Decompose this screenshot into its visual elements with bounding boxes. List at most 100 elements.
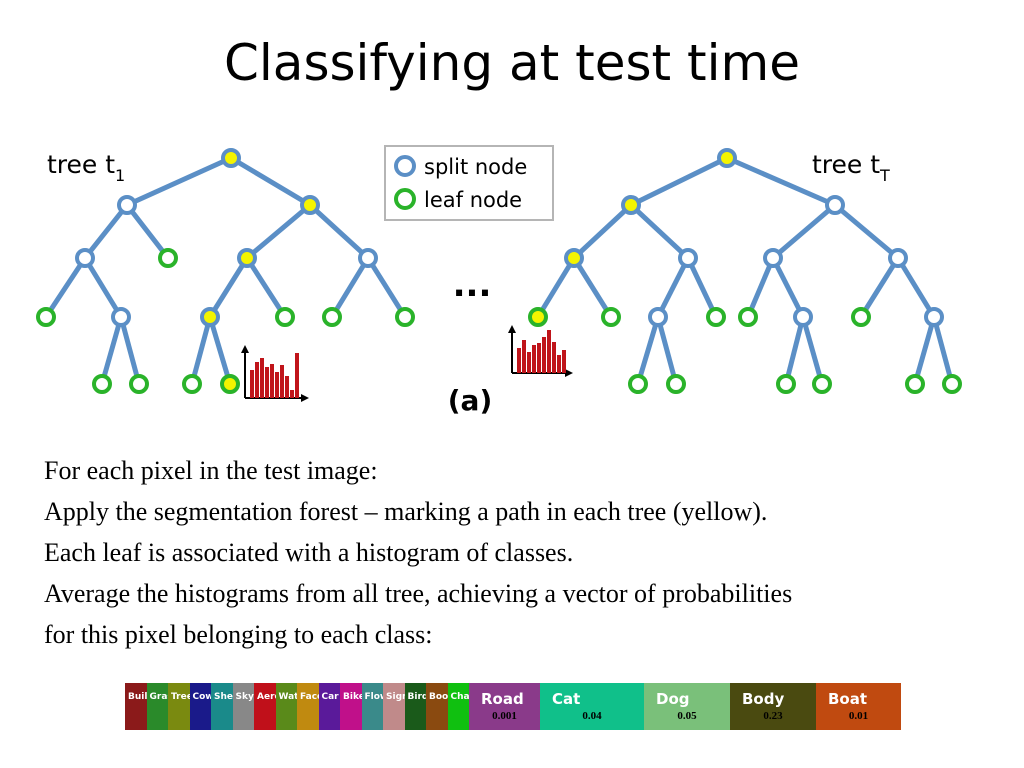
class-label: Sign	[386, 692, 405, 702]
tree-T-edge	[535, 256, 577, 319]
tree-1-split-node	[300, 195, 320, 215]
tree-1-leaf-node	[220, 374, 240, 394]
tree-1-edge	[244, 256, 288, 319]
class-segment: Building	[125, 683, 147, 730]
tree-1-split-node	[221, 148, 241, 168]
class-segment: Chair	[447, 683, 470, 730]
tree-1-split-node	[200, 307, 220, 327]
class-label: Building	[128, 692, 147, 702]
tree-T-split-node	[564, 248, 584, 268]
class-label: Book	[429, 692, 448, 702]
class-label: Cat	[552, 690, 581, 708]
tree-1-split-node	[358, 248, 378, 268]
tree-1-leaf-node	[182, 374, 202, 394]
class-probability-bar: BuildingGrassTreeCowSheepSkyAeroplaneWat…	[125, 683, 901, 730]
class-label: Water	[278, 692, 298, 702]
tree-T-leaf-node	[776, 374, 796, 394]
tree-T-leaf-node	[628, 374, 648, 394]
body-line: Each leaf is associated with a histogram…	[44, 538, 574, 567]
class-segment: Sheep	[211, 683, 233, 730]
tree-T-edge	[783, 316, 806, 385]
class-label: Road	[481, 690, 524, 708]
leaf-histogram-left	[241, 345, 309, 402]
class-segment: Sky	[232, 683, 254, 730]
tree-T-edge	[655, 316, 679, 385]
class-probability: 0.23	[763, 710, 783, 722]
body-line: For each pixel in the test image:	[44, 456, 378, 485]
slide-body-text: For each pixel in the test image: Apply …	[44, 450, 1004, 655]
tree-1-edge	[245, 203, 312, 260]
node-legend: split node leaf node	[384, 145, 554, 221]
tree-1-leaf-node	[36, 307, 56, 327]
tree-T-edge	[771, 203, 837, 260]
class-segment: Tree	[168, 683, 190, 730]
leaf-node-legend-icon	[394, 188, 416, 210]
tree-1-edge	[207, 316, 233, 385]
random-forest-diagram: tree t1 tree tT split node leaf node ...…	[36, 145, 962, 417]
tree-1-leaf-node	[395, 307, 415, 327]
tree-1-edge	[99, 316, 124, 385]
tree-1-edge	[308, 203, 370, 260]
tree-T-split-node	[888, 248, 908, 268]
tree-1-edge	[82, 256, 124, 319]
tree-T-split-node	[924, 307, 944, 327]
tree-1-edge	[189, 316, 213, 385]
tree-1-label: tree t1	[47, 150, 125, 185]
tree-1-edge	[43, 256, 88, 319]
class-label: Sheep	[214, 692, 233, 702]
ellipsis: ...	[453, 265, 492, 305]
tree-1-edge	[365, 256, 408, 319]
tree-T-edge	[770, 256, 806, 319]
class-probability: 0.001	[492, 710, 517, 722]
class-probability: 0.04	[582, 710, 602, 722]
class-segment: Grass	[146, 683, 169, 730]
class-probability: 0.01	[848, 710, 869, 722]
class-segment: Bike	[340, 683, 362, 730]
figure-caption: (a)	[448, 384, 493, 417]
class-segment: Water	[275, 683, 298, 730]
class-label: Body	[742, 690, 785, 708]
tree-T-edge	[800, 316, 825, 385]
tree-1-leaf-node	[158, 248, 178, 268]
class-label: Grass	[149, 692, 169, 702]
tree-T-edge	[685, 256, 719, 319]
class-segment: Bird	[404, 683, 426, 730]
tree-T-split-node	[793, 307, 813, 327]
class-label: Chair	[450, 692, 470, 702]
tree-T-leaf-node	[851, 307, 871, 327]
tree-T-split-node	[621, 195, 641, 215]
tree-T-leaf-node	[528, 307, 548, 327]
tree-T-edges	[535, 155, 955, 385]
class-segment: Flower	[361, 683, 384, 730]
tree-1-edge	[83, 203, 129, 260]
tree-T-edge	[931, 316, 955, 385]
tree-1-split-node	[237, 248, 257, 268]
tree-1-edge	[229, 155, 312, 208]
tree-1-split-node	[117, 195, 137, 215]
body-line: for this pixel belonging to each class:	[44, 620, 433, 649]
class-label: Car	[321, 692, 339, 702]
class-label: Flower	[364, 692, 384, 702]
tree-T-split-node	[717, 148, 737, 168]
tree-1-split-node	[75, 248, 95, 268]
tree-T-edge	[858, 256, 901, 319]
class-segment: Car	[318, 683, 340, 730]
class-probability: 0.05	[677, 710, 697, 722]
class-segment: Sign	[383, 683, 405, 730]
tree-T-edge	[635, 316, 661, 385]
body-line: Apply the segmentation forest – marking …	[44, 497, 768, 526]
tree-T-split-node	[825, 195, 845, 215]
slide-title: Classifying at test time	[224, 34, 800, 92]
class-segment: Road 0.001	[469, 683, 540, 730]
legend-split-label: split node	[424, 155, 527, 179]
tree-T-edge	[895, 256, 937, 319]
body-line: Average the histograms from all tree, ac…	[44, 579, 793, 608]
legend-leaf-label: leaf node	[424, 188, 522, 212]
tree-1-edge	[329, 256, 371, 319]
class-label: Tree	[171, 692, 190, 702]
tree-T-split-node	[678, 248, 698, 268]
tree-T-split-node	[763, 248, 783, 268]
tree-1-edge	[125, 203, 170, 260]
